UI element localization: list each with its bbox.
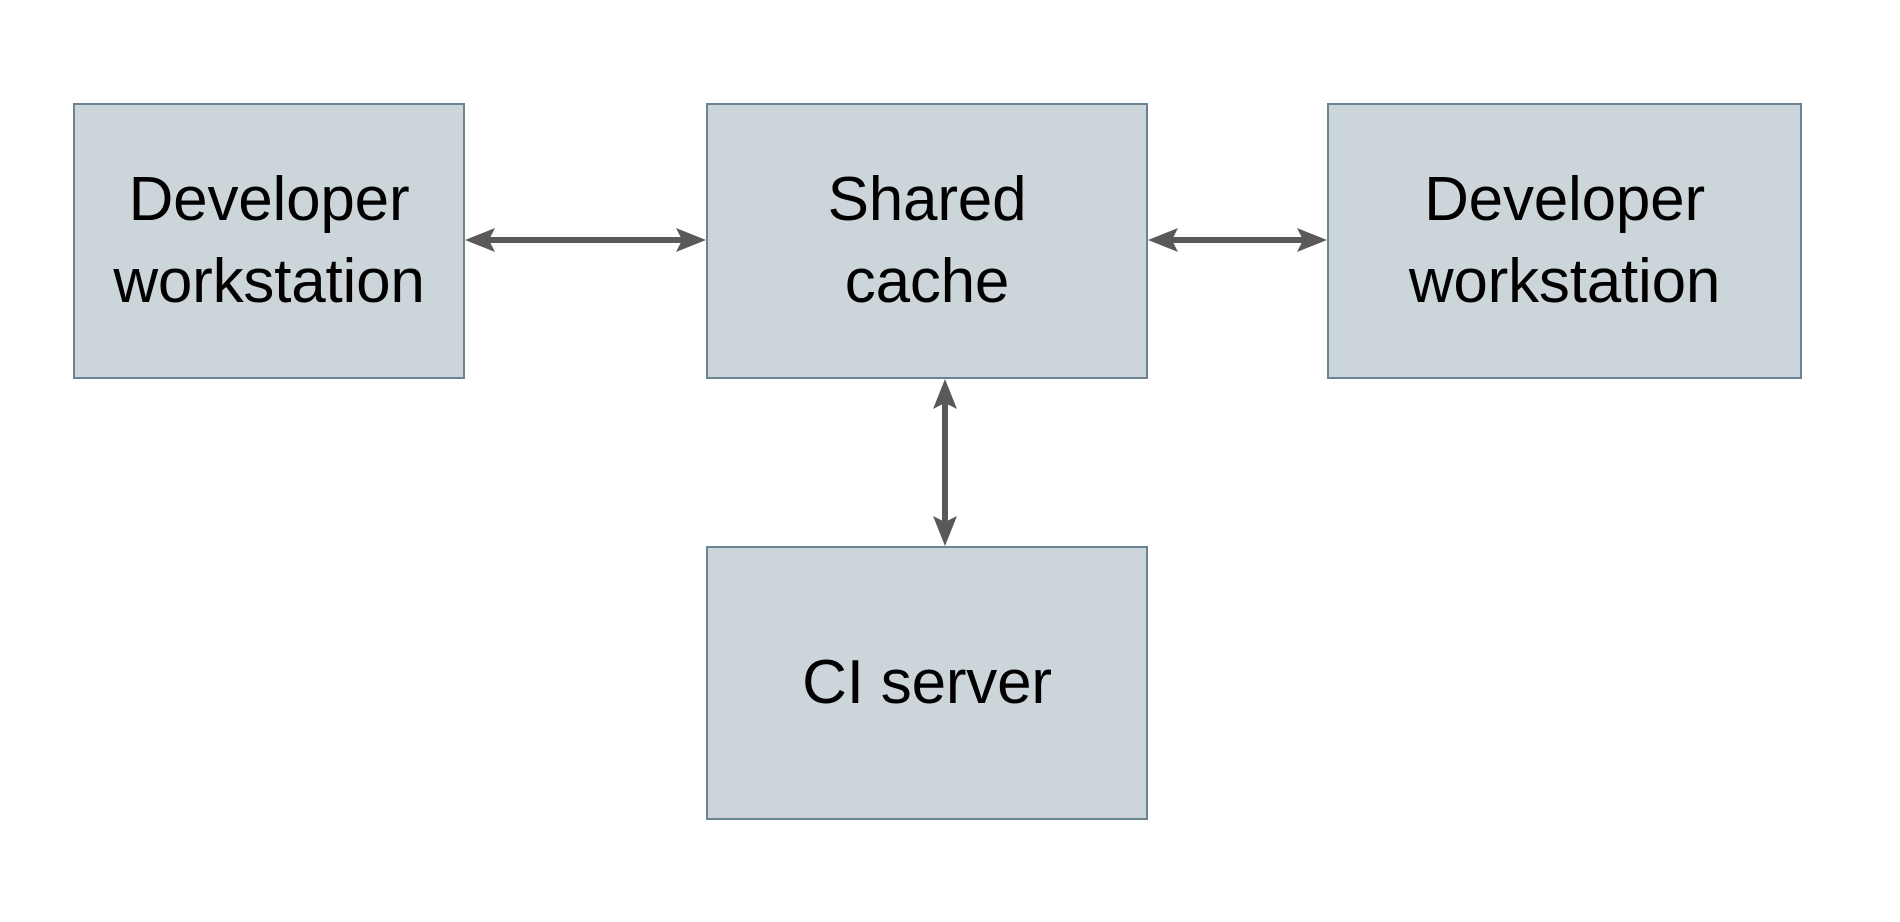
double-arrow-icon-shared-cache-to-ci-server bbox=[933, 379, 957, 546]
node-label: Developer workstation bbox=[1408, 165, 1721, 316]
node-developer-workstation-right[interactable]: Developer workstation bbox=[1327, 103, 1802, 379]
node-developer-workstation-left[interactable]: Developer workstation bbox=[73, 103, 465, 379]
node-label: CI server bbox=[802, 648, 1052, 718]
node-shared-cache[interactable]: Shared cache bbox=[706, 103, 1148, 379]
double-arrow-icon-shared-cache-to-dev-right bbox=[1148, 228, 1327, 252]
double-arrow-icon-dev-left-to-shared-cache bbox=[465, 228, 706, 252]
node-ci-server[interactable]: CI server bbox=[706, 546, 1148, 820]
node-label: Developer workstation bbox=[113, 165, 425, 316]
node-label: Shared cache bbox=[827, 165, 1027, 316]
